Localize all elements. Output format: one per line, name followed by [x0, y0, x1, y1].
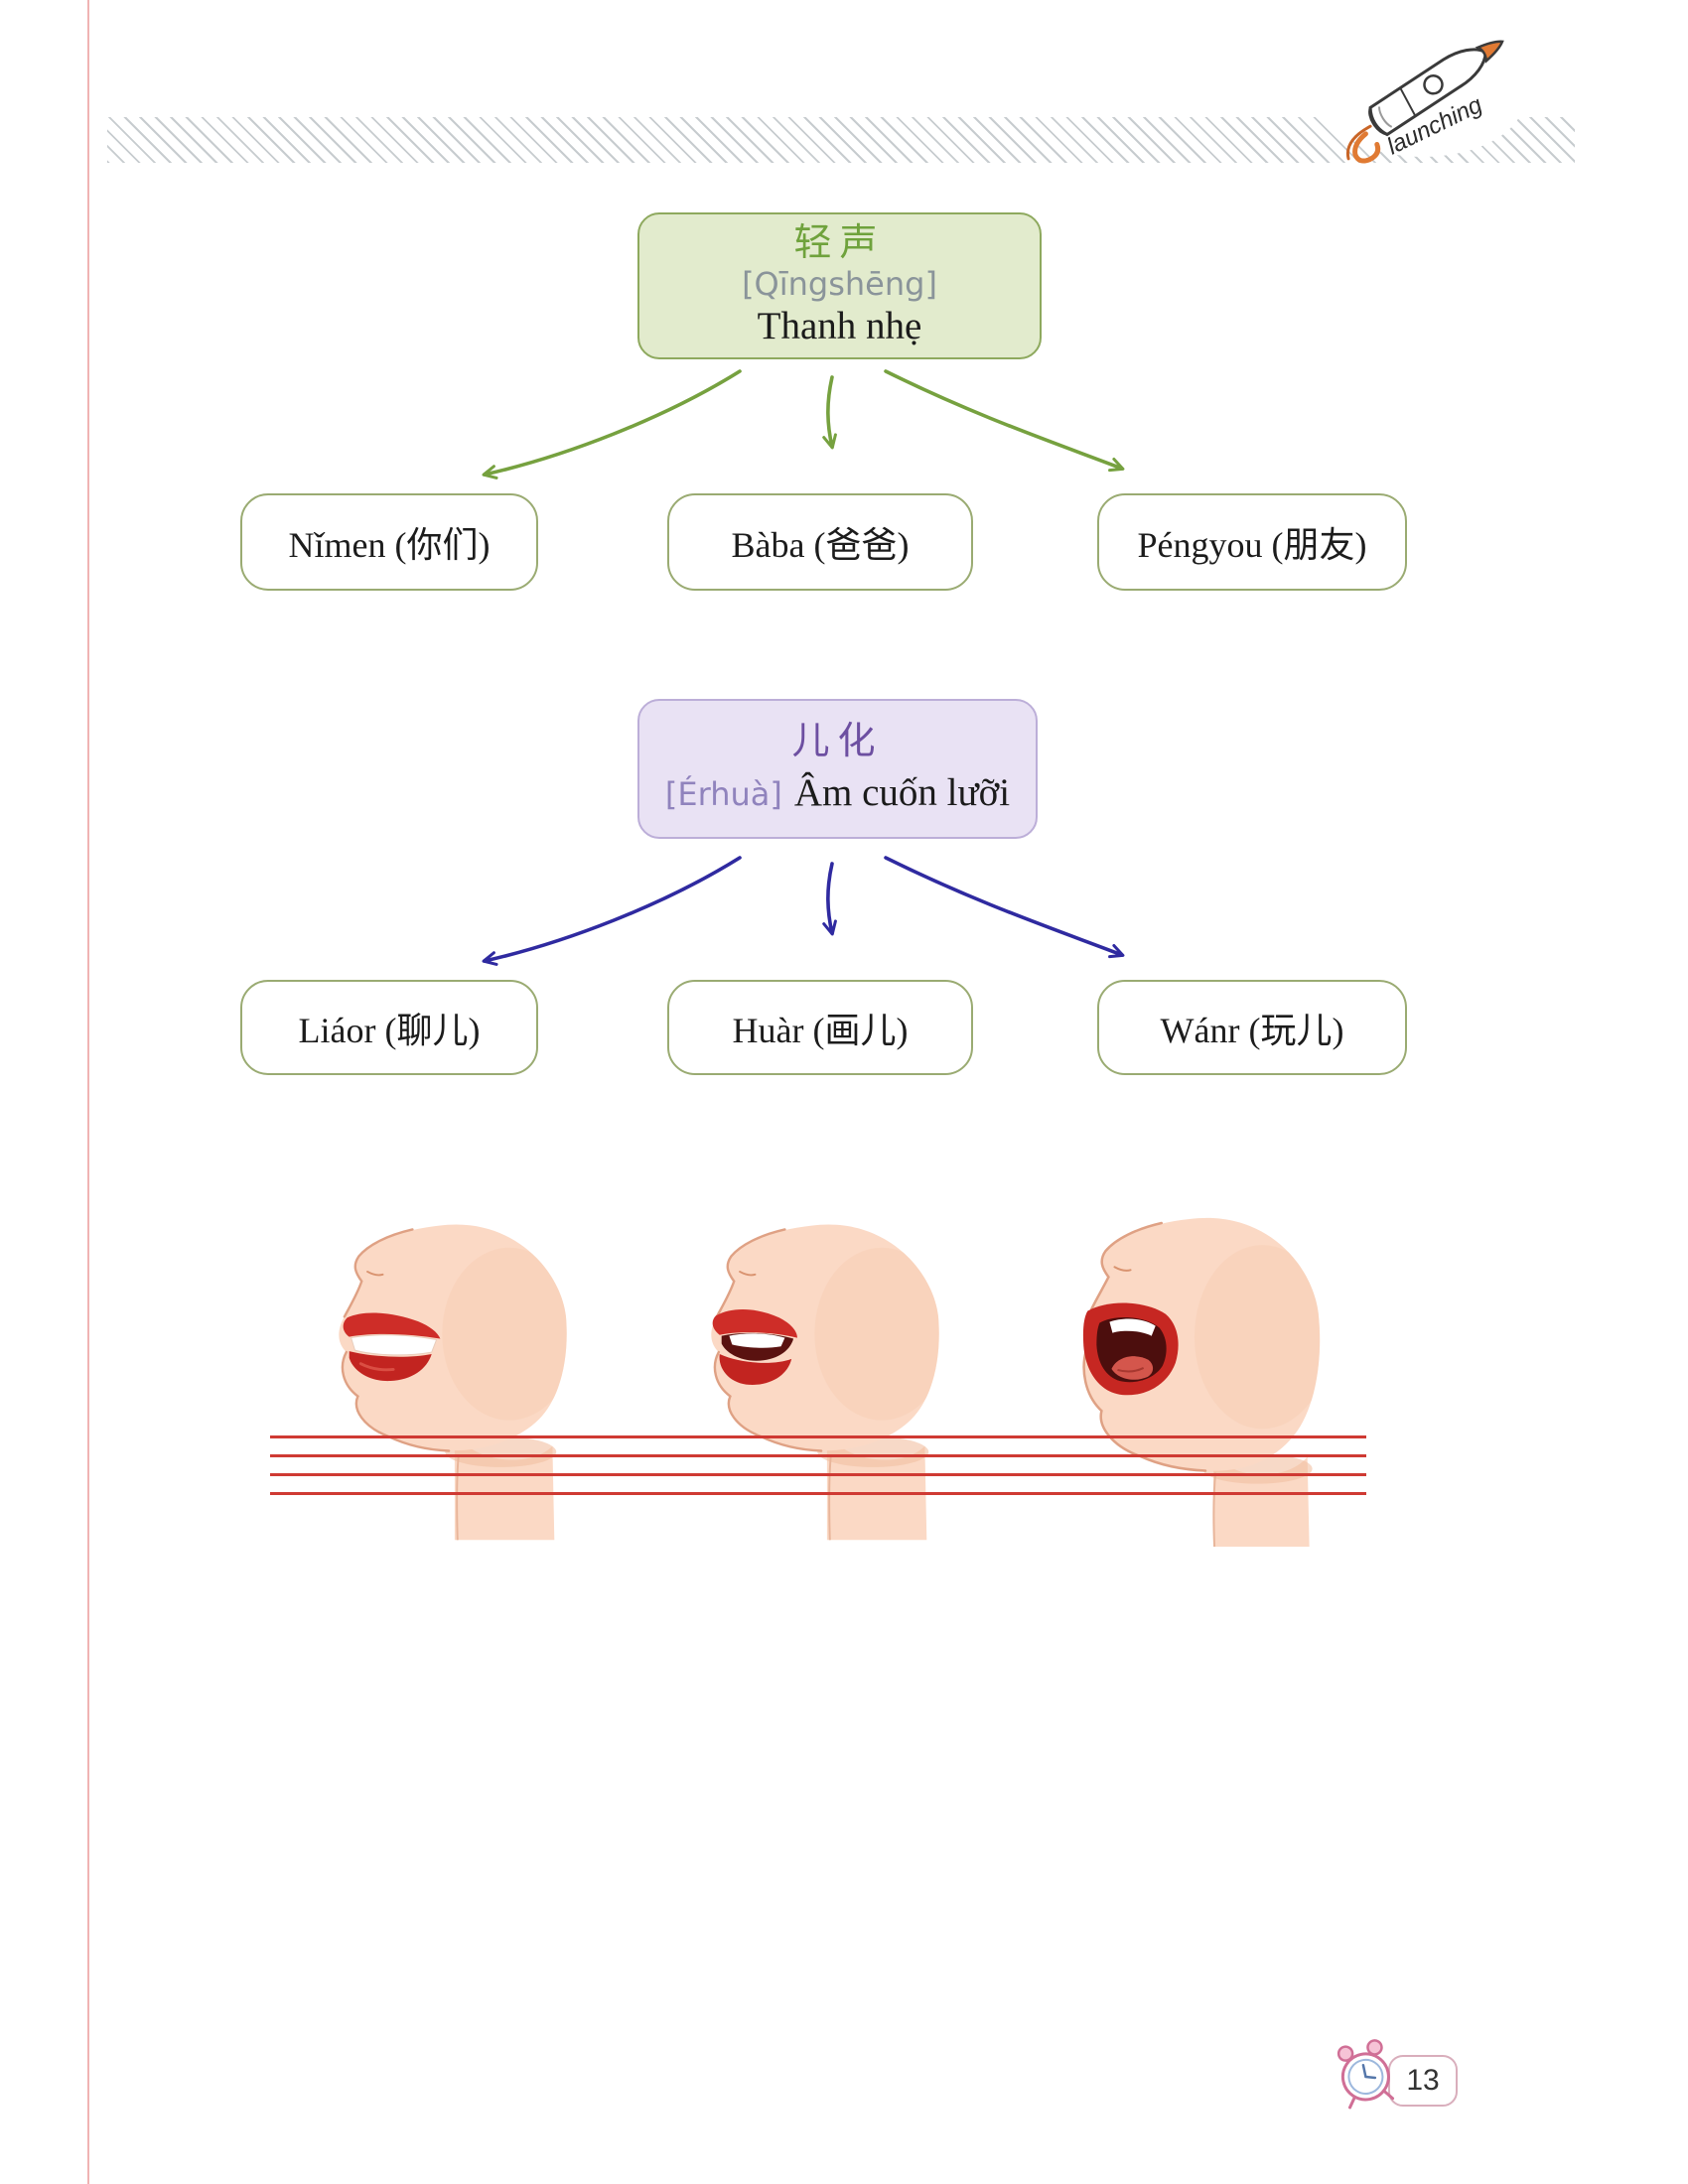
alarm-clock-icon: [1331, 2037, 1400, 2111]
red-guideline-4: [270, 1492, 1366, 1495]
arrow-green-middle: [822, 375, 837, 450]
mouth-profile-wide-open-icon: [1056, 1217, 1348, 1548]
node-pengyou: Péngyou (朋友): [1097, 493, 1407, 591]
node-huar-label: Huàr (画儿): [732, 1011, 909, 1050]
node-huar: Huàr (画儿): [667, 980, 973, 1075]
rocket-svg: launching: [1322, 40, 1524, 164]
arrow-green-left: [482, 369, 742, 479]
rocket-icon: launching: [1309, 28, 1547, 187]
node-wanr: Wánr (玩儿): [1097, 980, 1407, 1075]
erhua-pinyin: [Érhuà]: [664, 774, 782, 813]
erhua-translation: Âm cuốn lưỡi: [793, 770, 1011, 814]
qingsheng-translation: Thanh nhẹ: [757, 304, 922, 347]
qingsheng-pinyin: [Qīngshēng]: [742, 265, 937, 304]
green-arrows: [482, 369, 1125, 479]
arrow-blue-right: [884, 856, 1125, 959]
mouth-profile-closed-smile-icon: [313, 1223, 591, 1541]
node-nimen-label: Nǐmen (你们): [288, 525, 491, 565]
erhua-subtitle: [Érhuà] Âm cuốn lưỡi: [665, 770, 1010, 817]
node-baba: Bàba (爸爸): [667, 493, 973, 591]
node-nimen: Nǐmen (你们): [240, 493, 538, 591]
node-liaor: Liáor (聊儿): [240, 980, 538, 1075]
erhua-root-box: 儿化 [Érhuà] Âm cuốn lưỡi: [637, 699, 1038, 839]
mouth-profile-half-open-icon: [685, 1223, 963, 1541]
page-number: 13: [1406, 2064, 1440, 2097]
red-guideline-1: [270, 1435, 1366, 1438]
qingsheng-root-box: 轻声 [Qīngshēng] Thanh nhẹ: [637, 212, 1042, 359]
erhua-hanzi: 儿化: [791, 721, 884, 763]
page-margin-line: [87, 0, 89, 2184]
arrow-blue-left: [482, 856, 742, 966]
blue-arrows: [482, 856, 1125, 966]
node-liaor-label: Liáor (聊儿): [298, 1011, 481, 1050]
qingsheng-hanzi: 轻声: [793, 221, 886, 264]
red-guideline-3: [270, 1473, 1366, 1476]
header-hatch-band: [107, 117, 1575, 163]
node-pengyou-label: Péngyou (朋友): [1137, 525, 1367, 565]
node-wanr-label: Wánr (玩儿): [1160, 1011, 1344, 1050]
red-guideline-2: [270, 1454, 1366, 1457]
node-baba-label: Bàba (爸爸): [731, 525, 910, 565]
arrow-green-right: [884, 369, 1125, 473]
arrow-blue-middle: [822, 862, 837, 936]
